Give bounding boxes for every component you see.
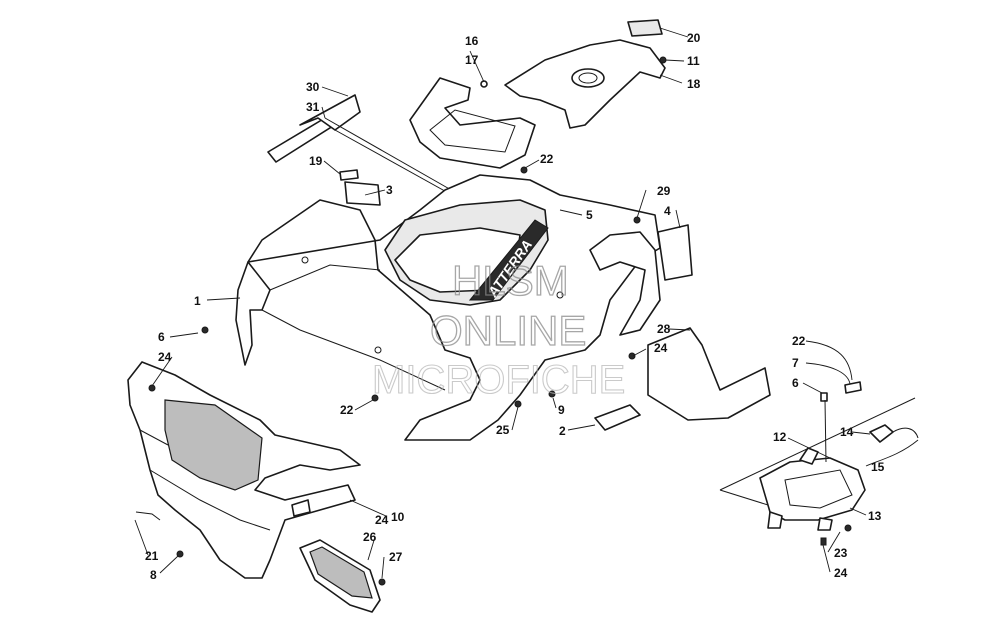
part-headlight-assembly <box>719 381 919 546</box>
callout-label: 26 <box>363 530 377 544</box>
callout-label: 24 <box>834 566 848 580</box>
part-wire-21 <box>135 511 161 521</box>
watermark-line2: ONLINE <box>430 307 586 354</box>
callout-labels: 1 2 3 4 5 6 7 6 8 9 10 11 12 13 14 15 16… <box>145 31 885 582</box>
callout-label: 17 <box>465 53 479 67</box>
callout-label: 7 <box>792 356 799 370</box>
part-front-bumper <box>127 326 361 579</box>
callout-label: 13 <box>868 509 882 523</box>
callout-label: 18 <box>687 77 701 91</box>
watermark: HLSM ONLINE MICROFICHE <box>371 256 625 402</box>
part-dash-cover <box>504 19 667 129</box>
part-storage-lid <box>409 77 536 169</box>
watermark-line1: HLSM <box>452 257 569 304</box>
callout-label: 21 <box>145 549 159 563</box>
callout-label: 8 <box>150 568 157 582</box>
callout-label: 2 <box>559 424 566 438</box>
part-vent-grille <box>299 539 386 613</box>
callout-label: 15 <box>871 460 885 474</box>
callout-label: 6 <box>158 330 165 344</box>
part-rack-trim <box>267 94 471 206</box>
callout-label: 9 <box>558 403 565 417</box>
watermark-line3: MICROFICHE <box>372 358 625 402</box>
callout-label: 24 <box>654 341 668 355</box>
leader-lines <box>134 27 919 579</box>
callout-label: 6 <box>792 376 799 390</box>
part-small-decals <box>339 169 381 206</box>
part-side-decal <box>657 224 693 281</box>
callout-label: 12 <box>773 430 787 444</box>
callout-label: 20 <box>687 31 701 45</box>
callout-label: 28 <box>657 322 671 336</box>
callout-label: 23 <box>834 546 848 560</box>
callout-label: 31 <box>306 100 320 114</box>
callout-label: 24 <box>158 350 172 364</box>
callout-label: 22 <box>540 152 554 166</box>
callout-label: 30 <box>306 80 320 94</box>
callout-label: 1 <box>194 294 201 308</box>
callout-label: 3 <box>386 183 393 197</box>
callout-label: 4 <box>664 204 671 218</box>
fastener-22-mid <box>371 394 379 402</box>
callout-label: 22 <box>792 334 806 348</box>
callout-label: 10 <box>391 510 405 524</box>
part-reflector <box>594 404 641 431</box>
part-decal-sheet <box>647 327 771 421</box>
callout-label: 22 <box>340 403 354 417</box>
callout-label: 29 <box>657 184 671 198</box>
callout-label: 14 <box>840 425 854 439</box>
callout-label: 16 <box>465 34 479 48</box>
fastener-8 <box>176 550 184 558</box>
callout-label: 5 <box>586 208 593 222</box>
callout-label: 25 <box>496 423 510 437</box>
callout-label: 19 <box>309 154 323 168</box>
callout-label: 24 <box>375 513 389 527</box>
fastener-top <box>520 166 528 174</box>
fastener-9 <box>548 390 556 398</box>
callout-label: 11 <box>687 54 700 68</box>
fastener-24-mid <box>628 352 636 360</box>
part-front-body <box>235 174 661 441</box>
callout-label: 27 <box>389 550 403 564</box>
